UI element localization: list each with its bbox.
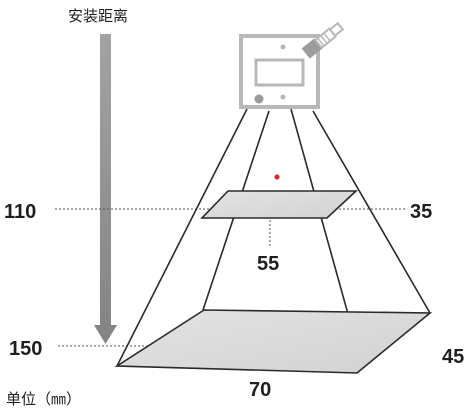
near-width-value: 35 (410, 201, 432, 223)
distance-arrow-icon (94, 34, 117, 344)
far-detection-plane (114, 309, 433, 374)
far-depth-value: 45 (442, 346, 464, 368)
far-distance-value: 150 (9, 338, 42, 360)
distance-caption: 安装距离 (68, 8, 128, 25)
laser-dot (274, 174, 280, 180)
unit-label: 单位（㎜） (6, 391, 81, 408)
near-depth-value: 55 (257, 253, 279, 275)
sensor-cable-icon (301, 21, 345, 59)
far-width-value: 70 (249, 379, 271, 401)
near-distance-value: 110 (4, 201, 36, 223)
sensor-device-icon (239, 21, 345, 109)
near-detection-plane (200, 190, 359, 219)
